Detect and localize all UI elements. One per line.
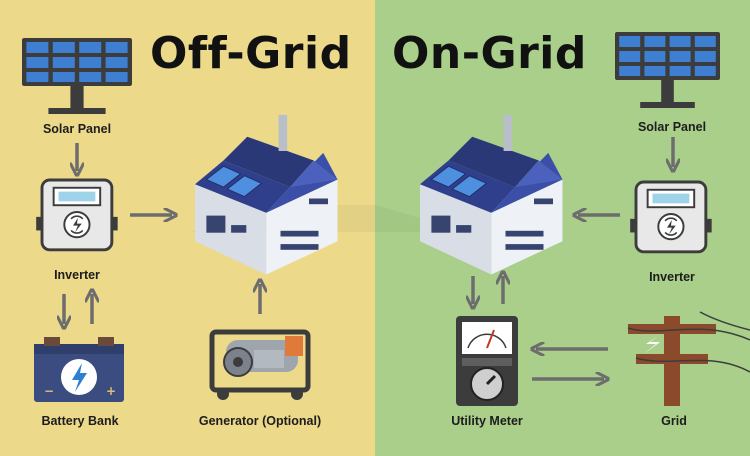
off-grid-inverter-label: Inverter — [54, 268, 100, 282]
solar-panel-icon — [615, 32, 720, 108]
svg-text:+: + — [106, 384, 116, 398]
on-grid-solar-panel-label: Solar Panel — [637, 120, 707, 134]
solar-panel-icon — [22, 38, 132, 114]
off-grid-solar-panel-label: Solar Panel — [42, 122, 112, 136]
utility-meter-label: Utility Meter — [451, 414, 523, 428]
factory-icon — [419, 114, 563, 275]
off-grid-arrows — [64, 143, 260, 324]
on-grid-title: On-Grid — [392, 28, 587, 79]
on-grid-arrows — [473, 137, 673, 379]
utility-meter-icon — [456, 316, 518, 406]
inverter-icon — [34, 178, 120, 252]
grid-label: Grid — [661, 414, 687, 428]
svg-text:−: − — [44, 384, 54, 398]
generator-icon — [209, 329, 311, 400]
battery-bank-label: Battery Bank — [41, 414, 119, 428]
on-grid-inverter-label: Inverter — [649, 270, 695, 284]
battery-icon: − + — [34, 337, 124, 402]
generator-label: Generator (Optional) — [198, 414, 322, 428]
factory-icon — [194, 114, 338, 275]
off-grid-title: Off-Grid — [150, 28, 352, 79]
inverter-icon — [628, 180, 714, 254]
power-pole-icon — [627, 311, 750, 406]
